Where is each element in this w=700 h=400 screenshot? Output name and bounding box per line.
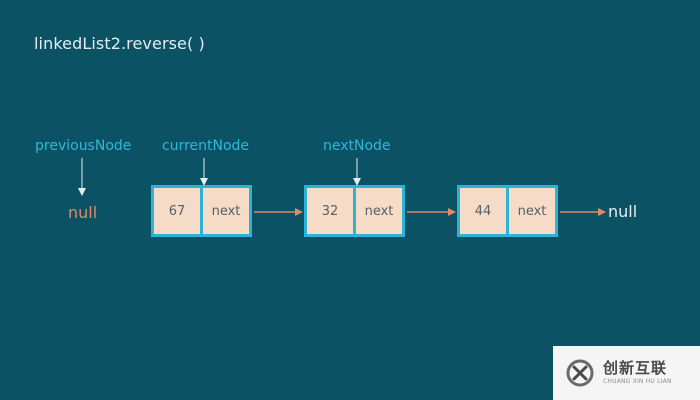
node-value: 32 [307,188,353,234]
list-node-3: 44 next [457,185,558,237]
pointer-label-current: currentNode [162,138,250,154]
node-next: next [203,188,249,234]
watermark-brand-cn: 创新互联 [603,359,668,377]
page-title: linkedList2.reverse( ) [34,34,205,53]
node-value: 44 [460,188,506,234]
pointer-label-next: nextNode [323,138,391,154]
pointer-label-previous: previousNode [35,138,132,154]
watermark-logo-icon [566,359,594,387]
list-node-1: 67 next [151,185,252,237]
null-left: null [68,203,98,222]
node-next: next [509,188,555,234]
node-value: 67 [154,188,200,234]
node-next: next [356,188,402,234]
list-node-2: 32 next [304,185,405,237]
null-right: null [608,202,638,221]
watermark: 创新互联 CHUANG XIN HU LIAN [553,346,700,400]
watermark-brand-en: CHUANG XIN HU LIAN [603,378,672,385]
